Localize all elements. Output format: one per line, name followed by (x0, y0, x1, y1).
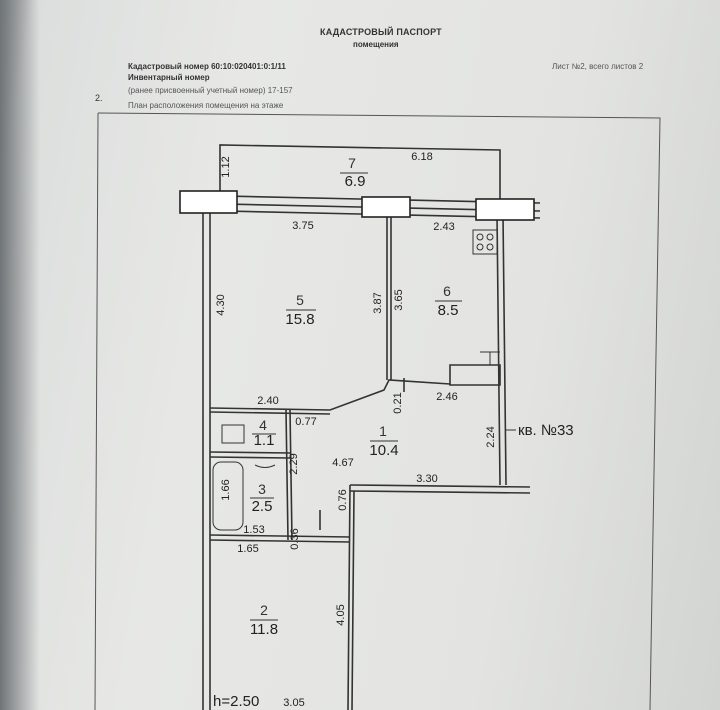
room-area: 2.5 (252, 498, 273, 515)
bathtub-icon (212, 461, 244, 531)
toilet-icon (221, 424, 245, 444)
dimension-label: 2.46 (436, 391, 457, 403)
section-number: 2. (95, 93, 103, 103)
dimension-label: 6.18 (411, 151, 432, 163)
inventory-number: Инвентарный номер (128, 73, 210, 82)
dimension-label: 0.21 (392, 392, 404, 413)
dimension-label: 0.77 (295, 416, 316, 428)
sheet-info: Лист №2, всего листов 2 (552, 62, 644, 71)
dimension-label: 3.87 (372, 292, 384, 313)
room-area: 11.8 (250, 621, 278, 638)
dimension-label: 4.05 (335, 604, 347, 625)
room-number: 7 (348, 155, 356, 171)
walls (179, 144, 541, 710)
room-area: 8.5 (438, 302, 459, 319)
dimension-label: 3.65 (393, 289, 405, 310)
document-subtitle: помещения (353, 40, 399, 49)
plan-caption: План расположения помещения на этаже (128, 101, 284, 110)
dimension-label: 3.30 (416, 473, 437, 485)
dimension-label: 2.29 (288, 453, 300, 474)
room-number: 4 (259, 417, 267, 433)
fixtures (212, 229, 500, 531)
dimension-label: 1.66 (220, 479, 232, 500)
dimension-label: 3.75 (292, 220, 313, 232)
room-area: 6.9 (345, 173, 366, 190)
plan-frame (94, 112, 661, 710)
dimension-label: 2.40 (257, 395, 278, 407)
apartment-label: кв. №33 (518, 422, 574, 439)
sink-icon (480, 351, 500, 365)
dimension-label: 1.65 (237, 543, 258, 555)
piers (179, 190, 535, 221)
cadastral-number: Кадастровый номер 60:10:020401:0:1/11 (128, 62, 286, 71)
room-number: 1 (379, 423, 387, 439)
dimension-label: 2.24 (485, 426, 497, 447)
dimension-label: 0.76 (337, 489, 349, 510)
dimension-label: 3.05 (283, 697, 304, 709)
document-title: КАДАСТРОВЫЙ ПАСПОРТ (320, 27, 442, 37)
room-labels: 7 6.9 5 15.8 6 8.5 4 1.1 1 10.4 3 2.5 2 … (250, 155, 462, 638)
dimension-label: 0.36 (289, 528, 301, 549)
dimension-label: 2.43 (433, 221, 454, 233)
sink-icon (254, 464, 276, 468)
dimension-label: 1.53 (243, 524, 264, 536)
room-number: 3 (258, 481, 266, 497)
dimension-labels: 1.12 6.18 3.75 2.43 4.30 3.87 3.65 2.40 … (215, 151, 497, 709)
previous-number: (ранее присвоенный учетный номер) 17-157 (128, 86, 293, 95)
room-area: 15.8 (285, 311, 314, 328)
dimension-label: 1.12 (220, 156, 232, 177)
room-number: 5 (296, 292, 304, 308)
dimension-label: 4.67 (332, 457, 353, 469)
stove-icon (472, 229, 498, 255)
page-shadow (0, 0, 40, 710)
dimension-label: 4.30 (215, 294, 227, 315)
room-area: 10.4 (369, 442, 398, 459)
room-area: 1.1 (254, 432, 275, 449)
ceiling-height-label: h=2.50 (213, 693, 259, 710)
room-number: 6 (443, 283, 451, 299)
room-number: 2 (260, 602, 268, 618)
